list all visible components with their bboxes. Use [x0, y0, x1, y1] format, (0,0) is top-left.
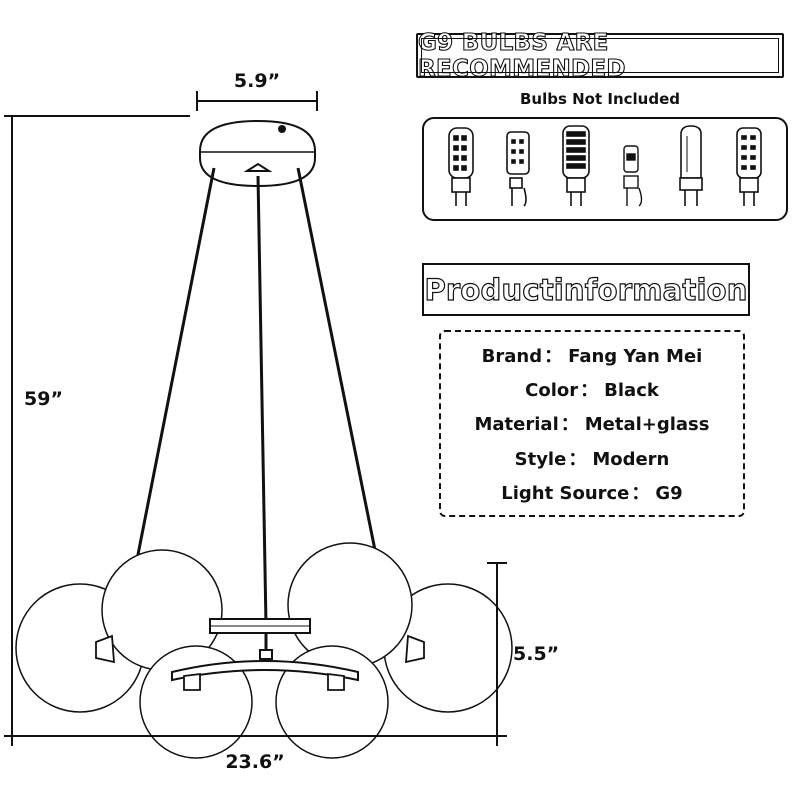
info-separator: ：: [544, 346, 563, 368]
info-separator: ：: [580, 380, 599, 402]
info-separator: ：: [568, 448, 587, 470]
info-value: Metal+glass: [584, 414, 710, 436]
canopy-width-label: 5.9”: [234, 70, 280, 92]
product-info-row-light-source: Light Source：G9: [501, 479, 682, 505]
total-height-label: 59”: [24, 388, 63, 410]
product-information-list: Brand：Fang Yan Mei Color：Black Material：…: [439, 330, 745, 517]
product-info-row-material: Material：Metal+glass: [475, 410, 710, 436]
info-label: Material: [474, 414, 559, 436]
g9-led-bulb-icon: [439, 121, 483, 217]
info-separator: ：: [631, 482, 650, 504]
g9-led-bulb-icon: [612, 121, 656, 217]
info-label: Style: [514, 448, 567, 470]
info-separator: ：: [560, 414, 579, 436]
bulb-recommendation-text: G9 BULBS ARE RECOMMENDED: [417, 29, 626, 82]
g9-led-bulb-icon: [727, 121, 771, 217]
dimension-lines: [4, 91, 507, 746]
info-value: Black: [604, 380, 659, 402]
g9-led-bulb-icon: [554, 121, 598, 217]
product-info-row-color: Color：Black: [525, 376, 659, 402]
bulb-types-panel: [422, 117, 788, 221]
product-information-heading: Productinformation: [422, 263, 750, 316]
info-value: Modern: [592, 448, 670, 470]
fixture-width-label: 23.6”: [225, 751, 284, 773]
info-value: G9: [655, 482, 683, 504]
fixture-height-label: 5.5”: [513, 643, 559, 665]
suspension-rod: [256, 175, 268, 626]
glass-globe: [15, 542, 513, 759]
chandelier-illustration: [15, 119, 513, 759]
g9-halogen-bulb-icon: [669, 121, 713, 217]
g9-led-bulb-icon: [496, 121, 540, 217]
ceiling-canopy: [199, 119, 316, 188]
bulbs-not-included-note: Bulbs Not Included: [519, 90, 680, 108]
bulb-socket: [95, 634, 425, 691]
product-info-row-brand: Brand：Fang Yan Mei: [482, 342, 703, 368]
product-info-row-style: Style：Modern: [515, 445, 670, 471]
suspension-rod: [296, 167, 382, 576]
suspension-rod: [131, 167, 216, 581]
info-value: Fang Yan Mei: [568, 346, 703, 368]
info-label: Light Source: [501, 482, 630, 504]
info-label: Color: [525, 380, 579, 402]
bulb-recommendation-banner: G9 BULBS ARE RECOMMENDED: [416, 29, 784, 82]
hub-lower-arm: [171, 660, 359, 682]
info-label: Brand: [481, 346, 543, 368]
